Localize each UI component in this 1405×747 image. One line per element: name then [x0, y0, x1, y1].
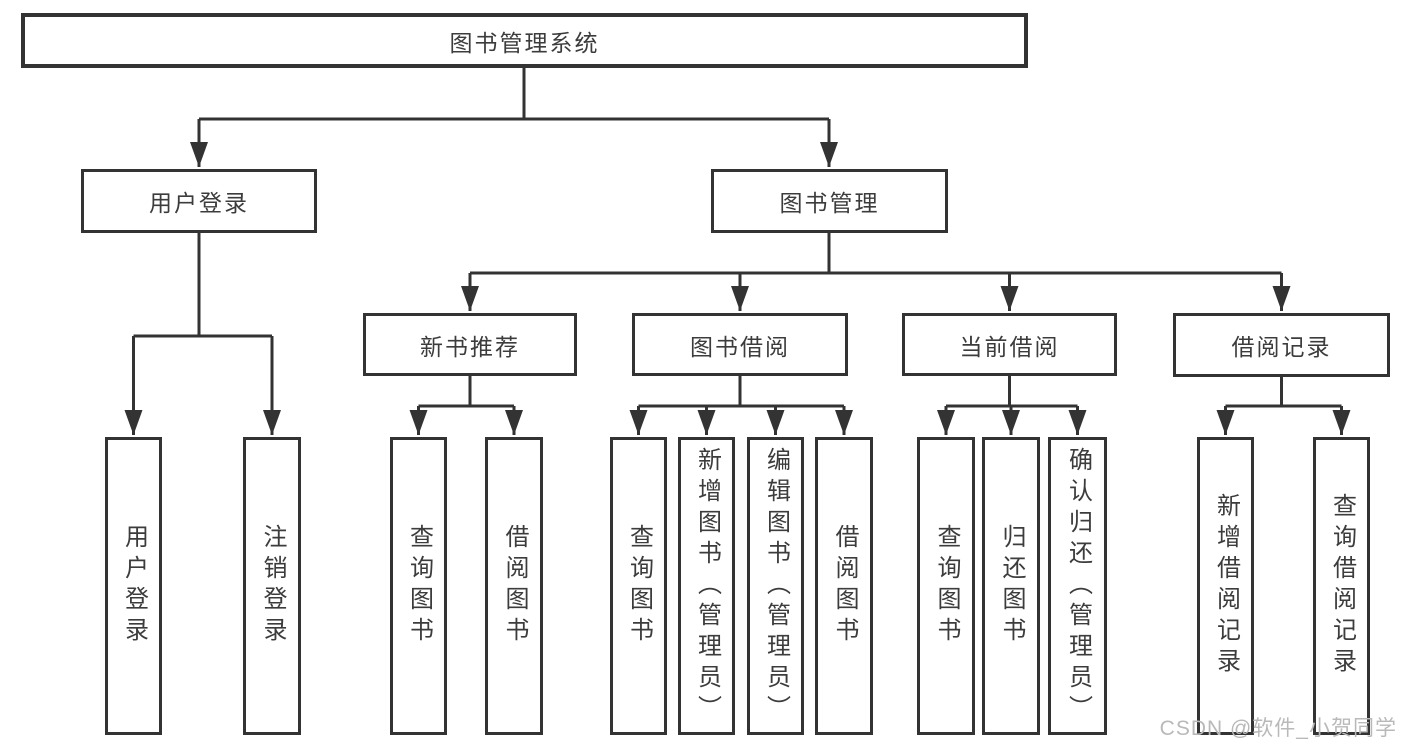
node-leaf-borrow-books: 借阅图书: [815, 437, 873, 735]
node-leaf-add-borrow-record: 新增借阅记录: [1197, 437, 1254, 735]
node-label: 查询图书: [933, 524, 960, 648]
node-leaf-query-books-recommend: 查询图书: [390, 437, 447, 735]
node-label: 图书管理: [779, 190, 880, 216]
node-label: 编辑图书（管理员）: [762, 446, 790, 726]
node-book-management-group: 图书管理: [711, 169, 948, 233]
node-leaf-logout: 注销登录: [243, 437, 301, 735]
node-label: 借阅图书: [831, 524, 858, 648]
node-new-book-recommendation: 新书推荐: [363, 313, 577, 376]
node-label: 查询图书: [405, 524, 433, 648]
node-current-borrowing: 当前借阅: [902, 313, 1117, 376]
node-label: 借阅图书: [501, 524, 528, 648]
node-label: 查询图书: [625, 524, 653, 648]
node-library-management-system: 图书管理系统: [21, 13, 1028, 68]
node-label: 归还图书: [998, 524, 1025, 648]
node-label: 新书推荐: [420, 333, 520, 360]
node-leaf-query-books-borrowing: 查询图书: [610, 437, 667, 735]
node-label: 新增图书（管理员）: [693, 446, 721, 726]
node-label: 图书借阅: [690, 333, 790, 360]
node-leaf-query-books-current: 查询图书: [917, 437, 975, 735]
node-label: 图书管理系统: [449, 29, 600, 56]
node-borrowing-records: 借阅记录: [1173, 313, 1390, 377]
node-leaf-confirm-return-admin: 确认归还（管理员）: [1048, 437, 1107, 735]
node-label: 当前借阅: [959, 333, 1060, 360]
node-leaf-borrow-books-recommend: 借阅图书: [485, 437, 543, 735]
node-label: 用户登录: [120, 524, 148, 648]
node-leaf-edit-books-admin: 编辑图书（管理员）: [747, 437, 804, 735]
node-user-login-group: 用户登录: [81, 169, 317, 233]
node-label: 新增借阅记录: [1212, 493, 1240, 679]
node-leaf-add-books-admin: 新增图书（管理员）: [678, 437, 735, 735]
watermark: CSDN @软件_小贺同学: [1159, 717, 1397, 740]
node-label: 用户登录: [149, 190, 249, 216]
node-book-borrowing: 图书借阅: [632, 313, 848, 376]
node-label: 确认归还（管理员）: [1064, 446, 1092, 726]
node-label: 注销登录: [259, 524, 286, 648]
node-leaf-user-login: 用户登录: [105, 437, 162, 735]
node-leaf-query-borrow-record: 查询借阅记录: [1313, 437, 1370, 735]
node-label: 查询借阅记录: [1328, 493, 1356, 679]
node-label: 借阅记录: [1231, 334, 1332, 360]
node-leaf-return-books: 归还图书: [982, 437, 1040, 735]
